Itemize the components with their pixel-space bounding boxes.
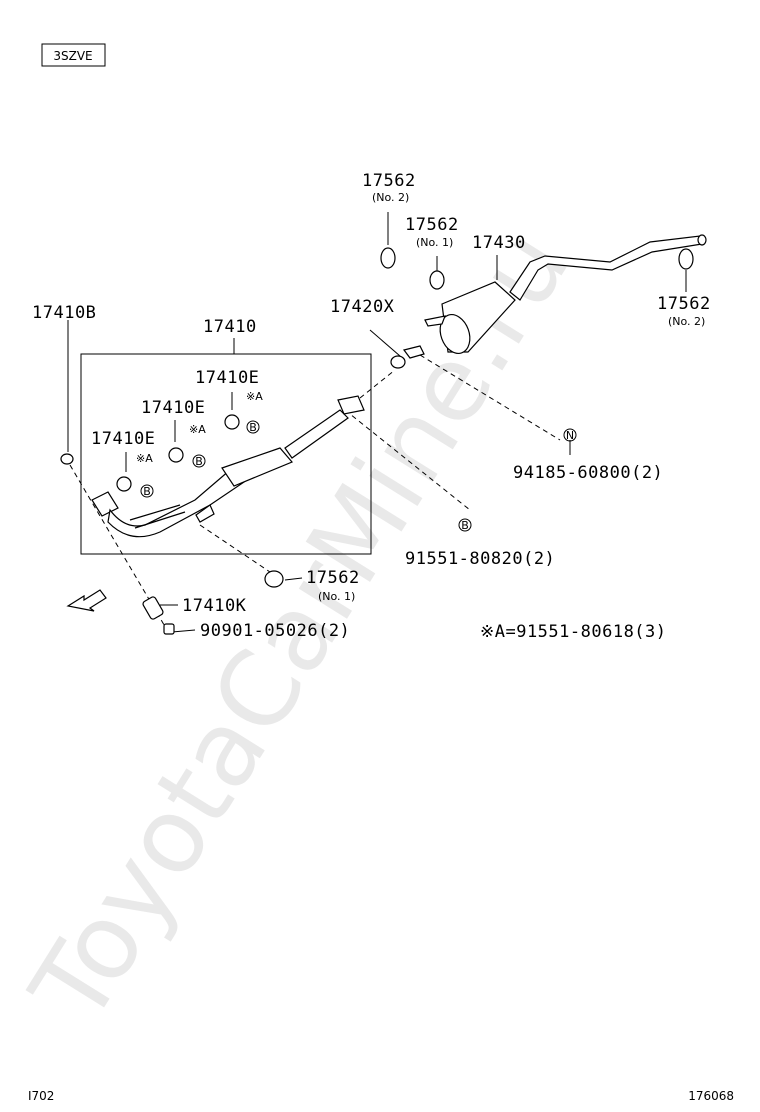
marker-n: N <box>566 429 574 442</box>
tail-pipe-muffler <box>424 234 707 354</box>
front-pipe-group-box <box>80 353 372 555</box>
mark-a-2: ※A <box>189 423 206 436</box>
gasket-17410b-icon <box>60 453 74 465</box>
label-17562-no1-top-sub: (No. 1) <box>416 236 453 249</box>
hanger-support-17562-icons <box>264 247 694 588</box>
label-17410: 17410 <box>203 317 257 337</box>
label-17562-no1-bottom-sub: (No. 1) <box>318 590 355 603</box>
label-17562-no1-bottom: 17562 <box>306 568 360 588</box>
label-17420x: 17420X <box>330 297 395 317</box>
label-17410e-c: 17410E <box>91 429 155 449</box>
label-90901-05026: 90901-05026(2) <box>200 621 350 641</box>
front-direction-arrow <box>66 589 107 612</box>
label-94185-60800: 94185-60800(2) <box>513 463 663 483</box>
label-17430: 17430 <box>472 233 526 253</box>
label-17562-no2-right: 17562 <box>657 294 711 314</box>
marker-b-2: B <box>195 455 203 468</box>
label-17562-no2-top-sub: (No. 2) <box>372 191 409 204</box>
engine-code-box: 3SZVE <box>41 43 106 67</box>
label-17410e-b: 17410E <box>141 398 205 418</box>
engine-code: 3SZVE <box>53 49 92 63</box>
label-17562-no2-top: 17562 <box>362 171 416 191</box>
marker-b-4: B <box>461 519 469 532</box>
mark-a-1: ※A <box>246 390 263 403</box>
label-17410k: 17410K <box>182 596 247 616</box>
label-17562-no1-top: 17562 <box>405 215 459 235</box>
clamp-17410e-icons <box>116 414 240 492</box>
oxygen-sensor-17410k-icon <box>142 596 175 635</box>
circled-marker-icons <box>140 420 577 532</box>
label-17410e-a: 17410E <box>195 368 259 388</box>
note-a-definition: ※A=91551-80618(3) <box>480 622 667 642</box>
label-91551-80820: 91551-80820(2) <box>405 549 555 569</box>
footer-right-code: 176068 <box>688 1089 734 1103</box>
label-17410b: 17410B <box>32 303 96 323</box>
label-17562-no2-right-sub: (No. 2) <box>668 315 705 328</box>
footer-left-code: I702 <box>28 1089 54 1103</box>
marker-b-3: B <box>143 485 151 498</box>
marker-b-1: B <box>249 421 257 434</box>
gasket-17420x-icon <box>390 345 425 369</box>
front-exhaust-pipe <box>91 395 365 538</box>
mark-a-3: ※A <box>136 452 153 465</box>
